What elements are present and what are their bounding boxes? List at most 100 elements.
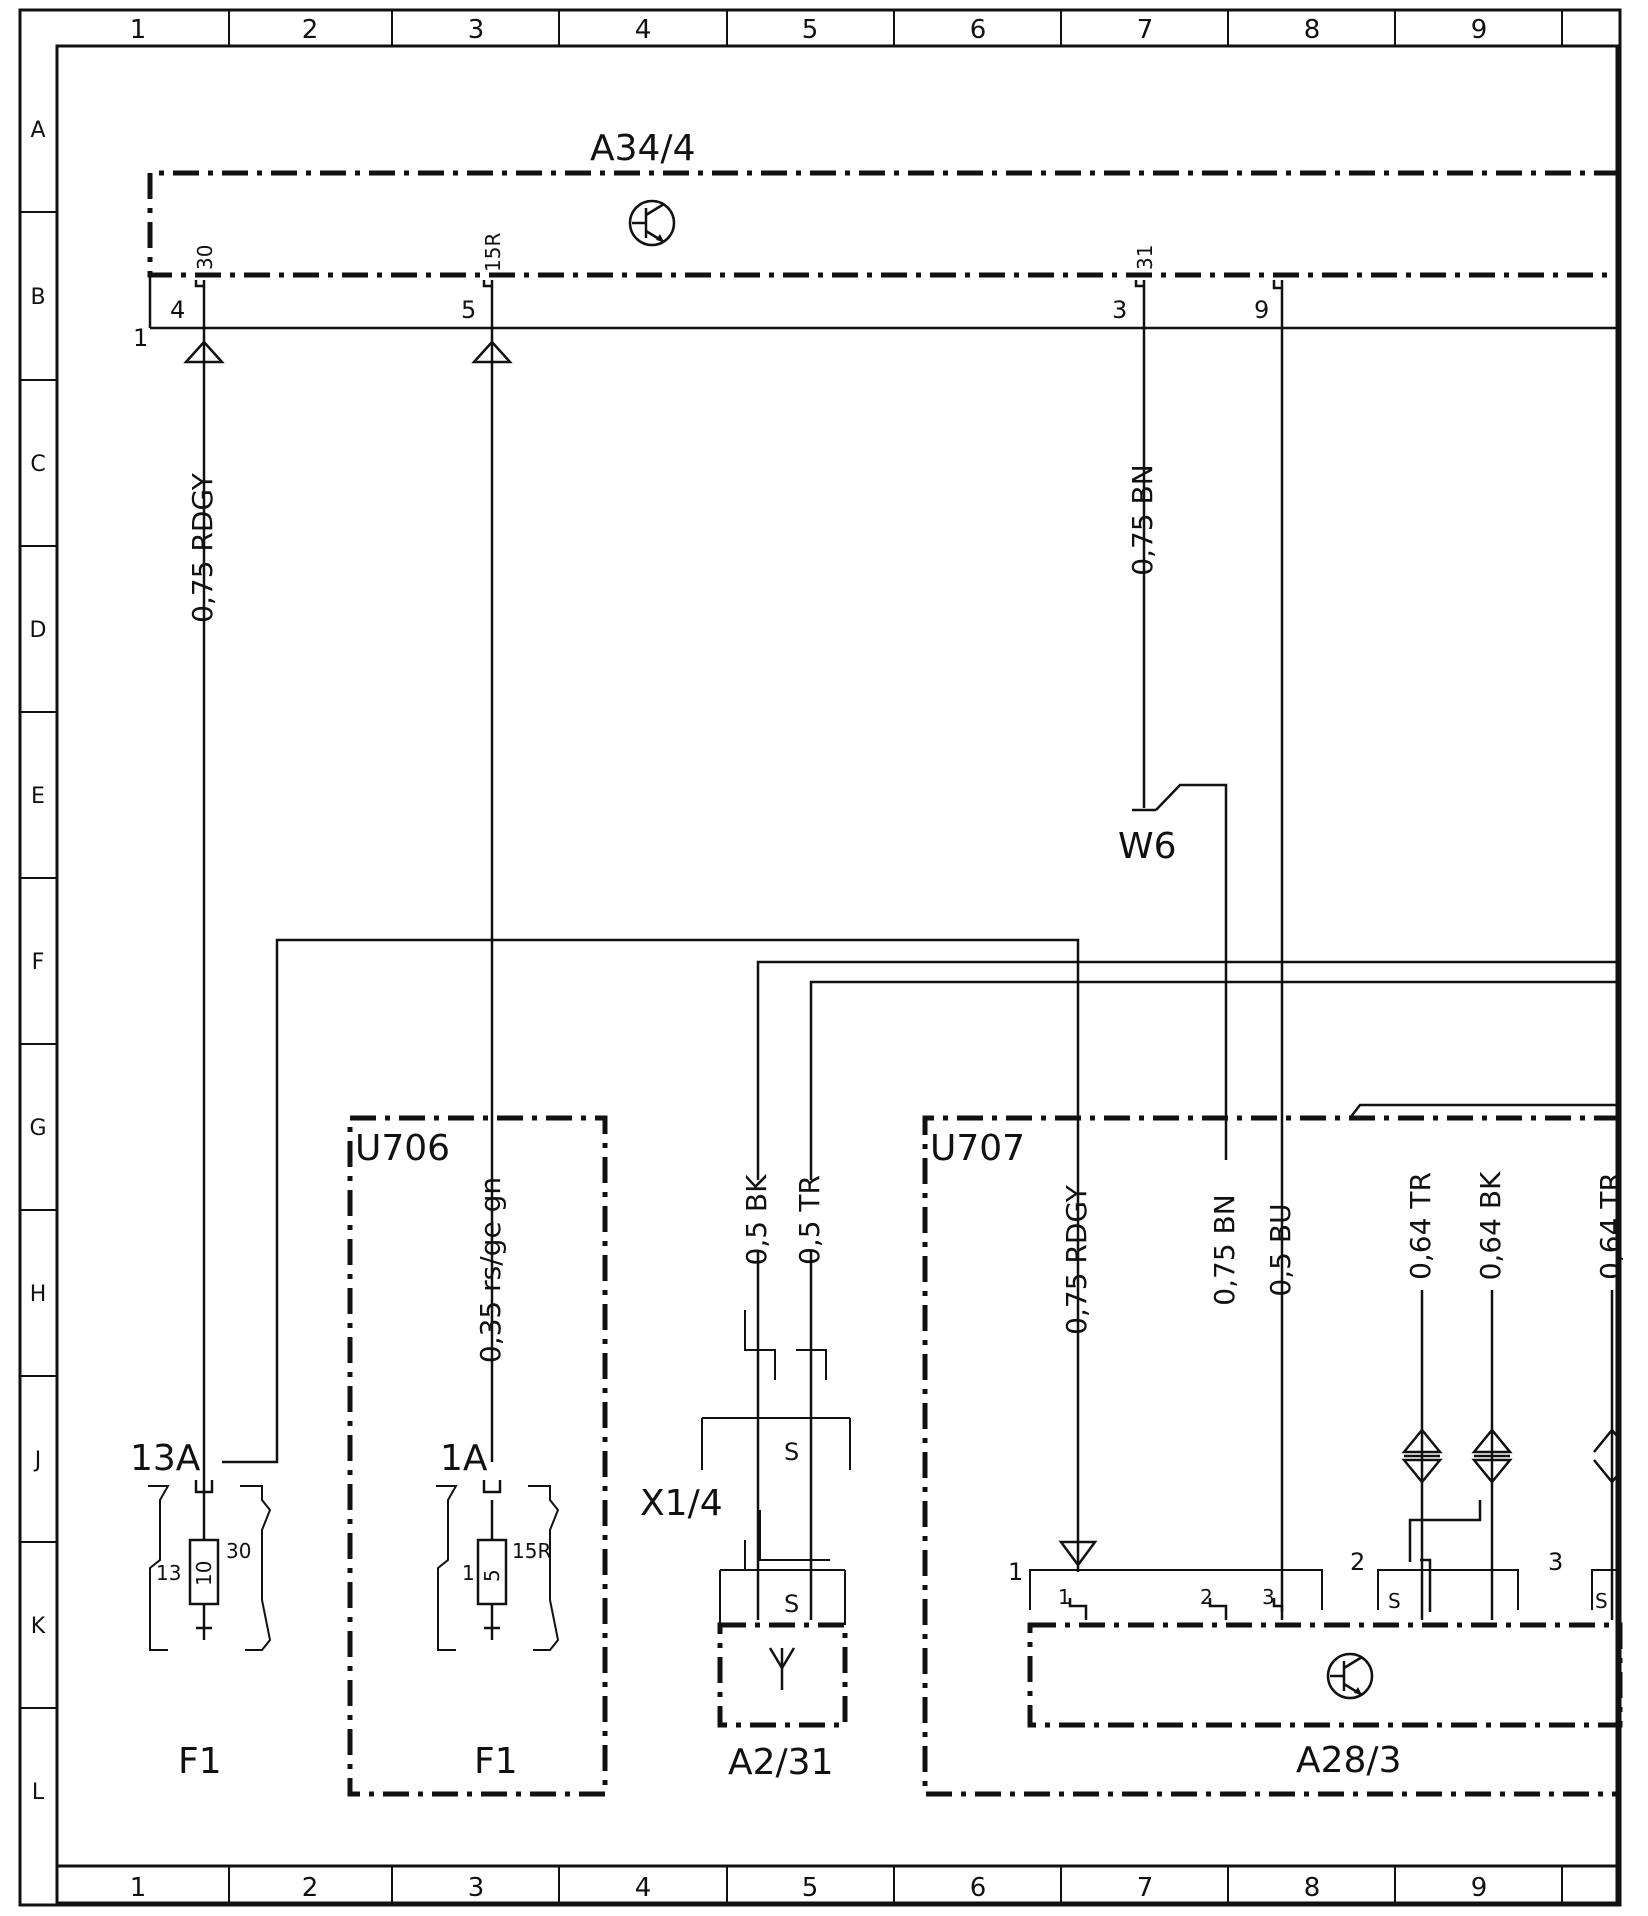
col-top-8: 8 (1304, 15, 1321, 45)
a28-3-conn-1: 1 (1008, 1558, 1023, 1586)
transistor-icon (628, 199, 676, 247)
col-bottom-8: 8 (1304, 1873, 1321, 1903)
col-top-7: 7 (1137, 15, 1154, 45)
row-F: F (32, 950, 45, 975)
wire-bk-route (756, 960, 1620, 1180)
row-B: B (30, 285, 45, 310)
col-top-2: 2 (302, 15, 319, 45)
col-bottom-5: 5 (802, 1873, 819, 1903)
pin-5-label: 5 (461, 296, 476, 324)
column-labels-top: 1 2 3 4 5 6 7 8 9 (130, 15, 1488, 45)
wire-rdgy-route (222, 938, 1080, 1572)
a28-3-pin-1: 1 (1058, 1585, 1071, 1609)
a28-3-unit: 1 2 3 1 2 3 S S A28/3 (1008, 1500, 1623, 1781)
column-labels-bottom: 1 2 3 4 5 6 7 8 9 (130, 1873, 1488, 1903)
col-bottom-9: 9 (1471, 1873, 1488, 1903)
u706-label: U706 (355, 1128, 450, 1169)
pin-3-label: 3 (1112, 296, 1127, 324)
row-H: H (30, 1282, 47, 1307)
row-G: G (29, 1116, 46, 1141)
col-bottom-7: 7 (1137, 1873, 1154, 1903)
wire-bn-top-label: 0,75 BN (1126, 464, 1159, 575)
pin-5-terminal-15r: 15R 5 (461, 233, 505, 324)
fuse-13a-label: 13A (130, 1438, 201, 1479)
a28-3-shield-s4: S (1595, 1589, 1608, 1613)
w6-ground: W6 (1118, 783, 1228, 1160)
a34-4-unit: A34/4 (147, 128, 1620, 278)
inner-frame (55, 44, 1619, 1905)
terminal-15r-label: 15R (481, 233, 505, 272)
fuse-1a-label: 1A (440, 1438, 488, 1479)
fuse-5-number: 5 (480, 1569, 504, 1582)
a28-3-shield-s3: S (1388, 1589, 1401, 1613)
row-A: A (30, 118, 45, 143)
col-top-3: 3 (468, 15, 485, 45)
pin-9: 9 (1254, 280, 1284, 324)
col-top-6: 6 (970, 15, 987, 45)
a2-31-antenna: S A2/31 (717, 1569, 848, 1783)
fuse-f1-mid: 1A 5 1 15R F1 (436, 1438, 560, 1782)
terminal-30-label: 30 (193, 245, 217, 270)
row-labels: A B C D E F G H J K L (29, 118, 46, 1805)
arrow-pin-4 (183, 340, 225, 364)
a28-3-pin-3: 3 (1262, 1585, 1275, 1609)
arrow-pin-5 (471, 340, 513, 364)
a28-3-transistor-icon (1326, 1652, 1374, 1700)
f1-mid-label: F1 (474, 1741, 518, 1782)
wire-tr-label: 0,5 TR (793, 1175, 826, 1265)
outer-frame (18, 8, 1622, 1907)
a34-4-connector-id: 1 (133, 324, 148, 352)
wire-bu-label: 0,5 BU (1264, 1203, 1297, 1296)
u707-box: U707 0,75 RDGY 0,75 BN 0,5 BU 0,64 TR 0,… (922, 1103, 1627, 1797)
a2-31-shield-s2: S (784, 1590, 799, 1618)
antenna-icon (768, 1647, 796, 1690)
f1-left-label: F1 (178, 1741, 222, 1782)
row-K: K (31, 1614, 46, 1639)
row-E: E (31, 784, 45, 809)
col-bottom-4: 4 (635, 1873, 652, 1903)
row-J: J (33, 1448, 42, 1473)
wire-bk-label: 0,5 BK (740, 1174, 773, 1266)
u707-label: U707 (930, 1128, 1025, 1169)
w6-label: W6 (1118, 826, 1177, 867)
col-bottom-2: 2 (302, 1873, 319, 1903)
a28-3-label: A28/3 (1296, 1740, 1401, 1781)
fuse-mid-in-label: 1 (462, 1561, 475, 1585)
column-ticks (228, 10, 1563, 1905)
col-bottom-6: 6 (970, 1873, 987, 1903)
wire-rsge-label: 0,35 rs/ge gn (474, 1177, 507, 1363)
wire-tr-064-b-label: 0,64 TR (1594, 1172, 1627, 1280)
x1-4-label: X1/4 (640, 1483, 723, 1524)
x1-4-connector: 0,5 BK 0,5 TR S X1/4 (640, 1174, 851, 1620)
a2-31-label: A2/31 (728, 1742, 833, 1783)
fuse-left-in-label: 13 (156, 1561, 181, 1585)
terminal-31-label: 31 (1133, 245, 1157, 270)
pin-3-terminal-31: 31 3 (1112, 245, 1157, 324)
a28-3-conn-3: 3 (1548, 1548, 1563, 1576)
a28-3-conn-2: 2 (1350, 1548, 1365, 1576)
fuse-left-out-label: 30 (226, 1539, 251, 1563)
col-top-9: 9 (1471, 15, 1488, 45)
a34-4-label: A34/4 (590, 128, 695, 169)
fuse-f1-left: 13A 10 13 30 F1 (130, 1438, 272, 1782)
pin-4-terminal-30: 30 4 (170, 245, 217, 324)
row-C: C (30, 452, 45, 477)
row-L: L (32, 1780, 45, 1805)
col-top-1: 1 (130, 15, 147, 45)
row-D: D (30, 618, 47, 643)
row-ticks (20, 211, 57, 1709)
wire-bn-right-label: 0,75 BN (1208, 1194, 1241, 1305)
u706-box: U706 0,35 rs/ge gn (347, 1115, 608, 1797)
fuse-10-number: 10 (192, 1561, 216, 1586)
col-top-4: 4 (635, 15, 652, 45)
pin-9-label: 9 (1254, 296, 1269, 324)
wire-tr-064-a-label: 0,64 TR (1404, 1172, 1437, 1280)
wire-tr-route (809, 980, 1620, 1180)
x1-4-shield-s1: S (784, 1438, 799, 1466)
wire-bk-064-label: 0,64 BK (1474, 1171, 1507, 1280)
wire-rdgy-left-label: 0,75 RDGY (186, 472, 219, 623)
fuse-mid-out-label: 15R (512, 1539, 551, 1563)
col-bottom-3: 3 (468, 1873, 485, 1903)
col-top-5: 5 (802, 15, 819, 45)
